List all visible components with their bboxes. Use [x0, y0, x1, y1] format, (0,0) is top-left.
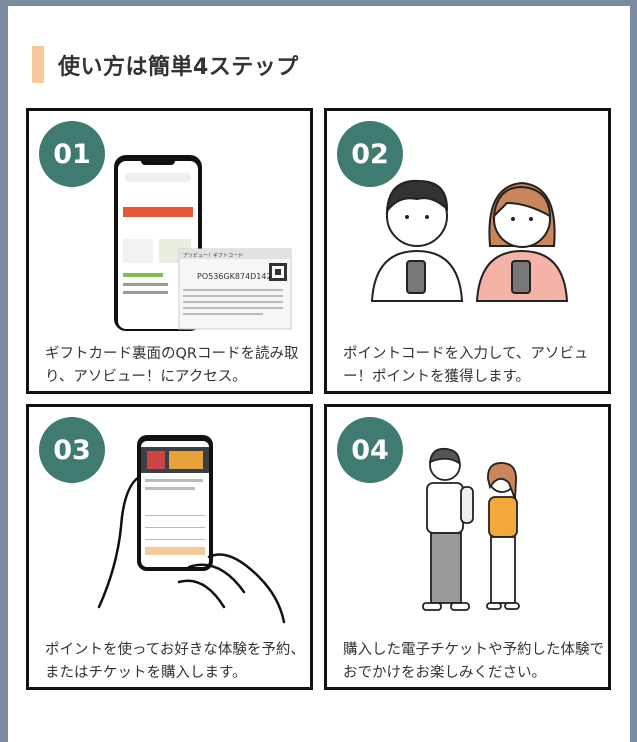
hand-holding-phone-illustration [97, 435, 286, 624]
step-card-4: 04 購入した電子チケットや予約した体験でおでかけをお楽しみください。 [324, 404, 611, 690]
gift-code-text: PO536GK874D142 [197, 272, 272, 281]
step-card-2: 02 ポイントコードを入力して、アソビュー！ポイントを獲得します。 [324, 108, 611, 394]
section-title: 使い方は簡単4ステップ [58, 54, 299, 80]
heading-accent-bar [32, 46, 44, 83]
section-heading: 使い方は簡単4ステップ [32, 46, 299, 83]
phone-and-gift-card-illustration: PO536GK874D142 アソビュー！ギフトコード [114, 155, 292, 331]
gift-card-title: アソビュー！ギフトコード [183, 252, 243, 259]
step-number-badge: 03 [39, 417, 105, 483]
step-description: ギフトカード裏面のQRコードを読み取り、アソビュー！にアクセス。 [45, 346, 299, 385]
two-people-with-phones-illustration [370, 179, 569, 302]
step-description: 購入した電子チケットや予約した体験でおでかけをお楽しみください。 [343, 642, 604, 681]
step-number-badge: 01 [39, 121, 105, 187]
step-card-1: PO536GK874D142 アソビュー！ギフトコード 01 ギフトカード裏面の… [26, 108, 313, 394]
step-number-badge: 04 [337, 417, 403, 483]
step-description: ポイントを使ってお好きな体験を予約、またはチケットを購入します。 [45, 642, 305, 681]
step-description: ポイントコードを入力して、アソビュー！ポイントを獲得します。 [343, 346, 589, 385]
step-card-3: 03 ポイントを使ってお好きな体験を予約、またはチケットを購入します。 [26, 404, 313, 690]
parent-and-child-outing-illustration [422, 447, 520, 611]
step-number-badge: 02 [337, 121, 403, 187]
